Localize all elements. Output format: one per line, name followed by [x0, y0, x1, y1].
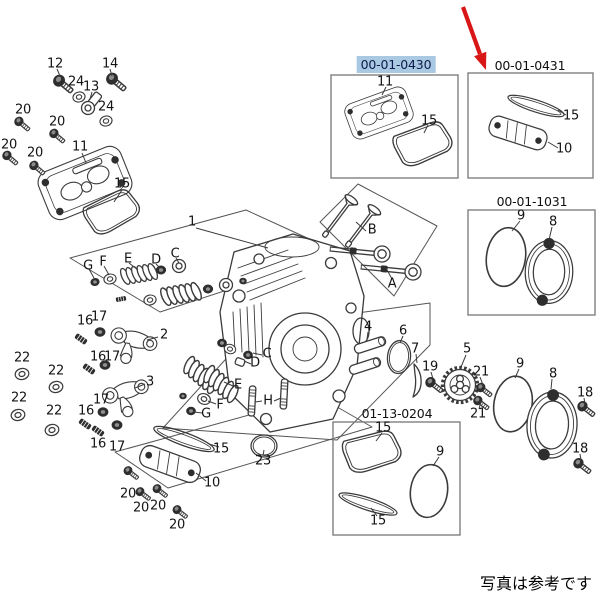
- part-label-20: 20: [27, 145, 43, 161]
- part-label-10: 10: [204, 475, 220, 491]
- part-label-E: E: [234, 377, 242, 393]
- part-label-C: C: [170, 246, 180, 262]
- part-label-20: 20: [120, 486, 136, 502]
- part-label-9: 9: [436, 444, 444, 460]
- part-label-5: 5: [463, 341, 471, 357]
- part-label-11: 11: [377, 74, 393, 90]
- part-label-22: 22: [48, 363, 64, 379]
- part-number-00-01-0430: 00-01-0430: [356, 56, 436, 73]
- part-label-13: 13: [83, 79, 99, 95]
- part-label-7: 7: [411, 341, 419, 357]
- part-number-00-01-0431: 00-01-0431: [494, 58, 566, 73]
- lower-spring-group: [177, 338, 289, 417]
- part-label-24: 24: [98, 99, 114, 115]
- part-label-16: 16: [90, 436, 106, 452]
- part-label-2: 2: [160, 327, 168, 343]
- part-label-G: G: [83, 258, 93, 274]
- part-label-8: 8: [549, 214, 557, 230]
- part-number-01-13-0204: 01-13-0204: [361, 406, 433, 421]
- part-label-A: A: [387, 276, 397, 292]
- part-label-17: 17: [109, 439, 125, 455]
- part-label-20: 20: [15, 102, 31, 118]
- part-label-22: 22: [14, 350, 30, 366]
- part-label-4: 4: [364, 319, 372, 335]
- part-label-17: 17: [91, 309, 107, 325]
- part-label-11: 11: [72, 139, 88, 155]
- part-label-19: 19: [422, 359, 438, 375]
- note-text: 写真は参考です: [479, 574, 592, 593]
- part-number-00-01-1031: 00-01-1031: [496, 194, 568, 209]
- part-label-17: 17: [93, 392, 109, 408]
- cylinder-head: [219, 233, 370, 433]
- part-label-G: G: [201, 406, 211, 422]
- part-label-16: 16: [78, 403, 94, 419]
- part-label-15: 15: [375, 420, 391, 436]
- part-label-12: 12: [47, 56, 63, 72]
- part-label-14: 14: [102, 56, 118, 72]
- right-parts-group: [347, 335, 598, 477]
- part-label-D: D: [250, 355, 260, 371]
- part-label-22: 22: [46, 403, 62, 419]
- part-label-20: 20: [169, 517, 185, 533]
- box-00-01-0430-art: [330, 74, 459, 179]
- part-label-6: 6: [399, 323, 407, 339]
- part-label-9: 9: [517, 208, 525, 224]
- part-label-H: H: [263, 393, 273, 409]
- part-label-15: 15: [563, 108, 579, 124]
- part-label-20: 20: [1, 137, 17, 153]
- part-label-18: 18: [577, 385, 593, 401]
- part-label-21: 21: [473, 364, 489, 380]
- part-label-9: 9: [516, 356, 524, 372]
- box-01-13-0204-art: [332, 421, 461, 536]
- part-label-3: 3: [146, 374, 154, 390]
- part-label-24: 24: [68, 74, 84, 90]
- part-label-B: B: [367, 222, 377, 238]
- red-arrow-icon: [461, 6, 487, 70]
- part-label-18: 18: [572, 441, 588, 457]
- leader-lines: [56, 68, 586, 517]
- part-label-20: 20: [150, 498, 166, 514]
- box-00-01-1031-art: [467, 209, 596, 316]
- part-label-C: C: [262, 346, 272, 362]
- part-label-23: 23: [255, 453, 271, 469]
- part-label-E: E: [124, 251, 132, 267]
- part-label-15: 15: [114, 176, 130, 192]
- part-label-D: D: [151, 252, 161, 268]
- part-label-15: 15: [213, 441, 229, 457]
- part-label-16: 16: [77, 313, 93, 329]
- upper-spring-group: [89, 258, 247, 309]
- part-label-22: 22: [11, 390, 27, 406]
- part-label-8: 8: [549, 366, 557, 382]
- part-label-16: 16: [90, 349, 106, 365]
- part-label-15: 15: [421, 113, 437, 129]
- part-label-10: 10: [556, 141, 572, 157]
- part-label-1: 1: [188, 214, 196, 230]
- part-label-21: 21: [470, 406, 486, 422]
- part-label-15: 15: [370, 513, 386, 529]
- part-label-20: 20: [49, 114, 65, 130]
- part-label-F: F: [216, 397, 224, 413]
- highlighted-part-number: 00-01-0430: [356, 56, 436, 73]
- part-label-F: F: [99, 254, 107, 270]
- part-label-17: 17: [104, 349, 120, 365]
- part-label-20: 20: [133, 500, 149, 516]
- top-left-cover-group: [0, 70, 145, 239]
- box-00-01-0431-art: [467, 72, 594, 179]
